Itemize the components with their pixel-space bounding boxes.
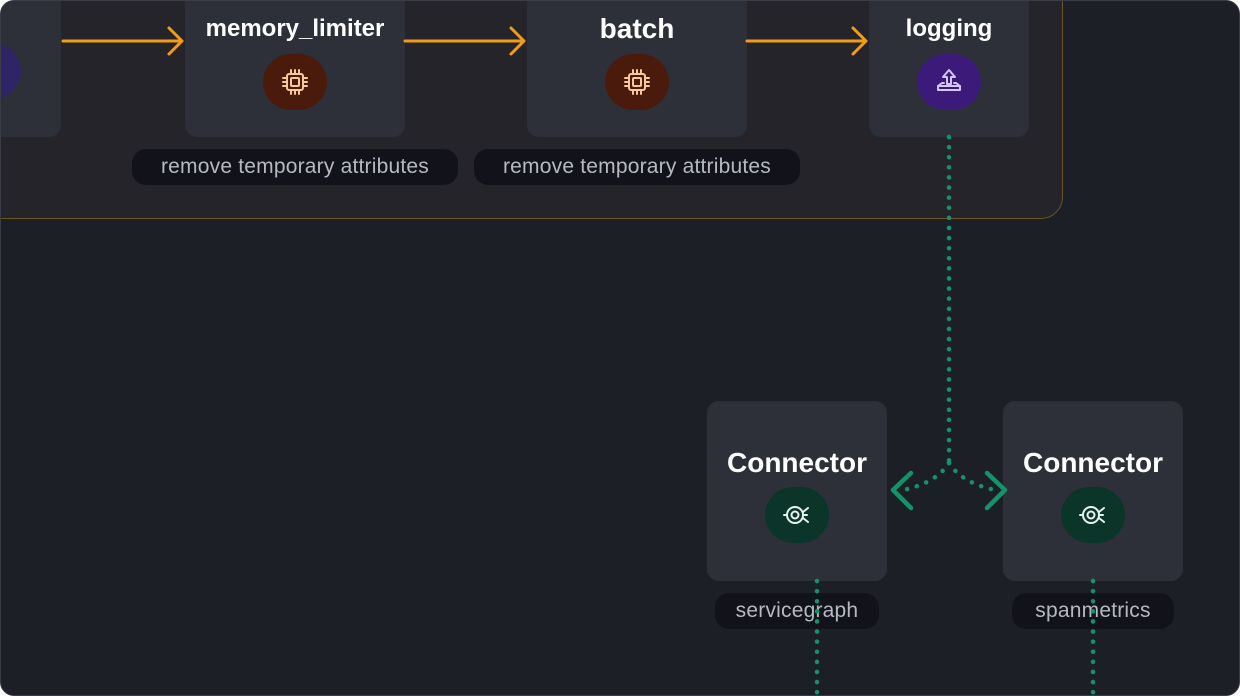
exporter-node-logging[interactable]: logging xyxy=(869,1,1029,137)
node-title: memory_limiter xyxy=(205,15,385,42)
connector-link xyxy=(814,134,1096,695)
node-title: Connector xyxy=(1023,447,1163,478)
flow-arrow xyxy=(61,26,184,56)
node-title: batch xyxy=(599,13,675,44)
connector-node-servicegraph[interactable]: Connector xyxy=(707,401,887,581)
processor-node-batch[interactable]: batch xyxy=(527,1,747,137)
receiver-node-partial[interactable] xyxy=(1,1,61,137)
processor-node-memory-limiter[interactable]: memory_limiter xyxy=(185,1,405,137)
connector-arrowhead xyxy=(890,470,1008,511)
export-arrow-icon xyxy=(917,54,981,110)
connector-node-spanmetrics[interactable]: Connector xyxy=(1003,401,1183,581)
node-title: logging xyxy=(905,15,993,42)
connector-target-icon xyxy=(1061,487,1125,543)
node-note: remove temporary attributes xyxy=(474,149,800,185)
cpu-chip-icon xyxy=(605,54,669,110)
flow-arrow xyxy=(745,26,868,56)
node-note: remove temporary attributes xyxy=(132,149,458,185)
receiver-icon xyxy=(1,43,21,99)
flow-arrow xyxy=(403,26,526,56)
cpu-chip-icon xyxy=(263,54,327,110)
connector-target-icon xyxy=(765,487,829,543)
node-note: servicegraph xyxy=(715,593,879,629)
node-title: Connector xyxy=(727,447,867,478)
